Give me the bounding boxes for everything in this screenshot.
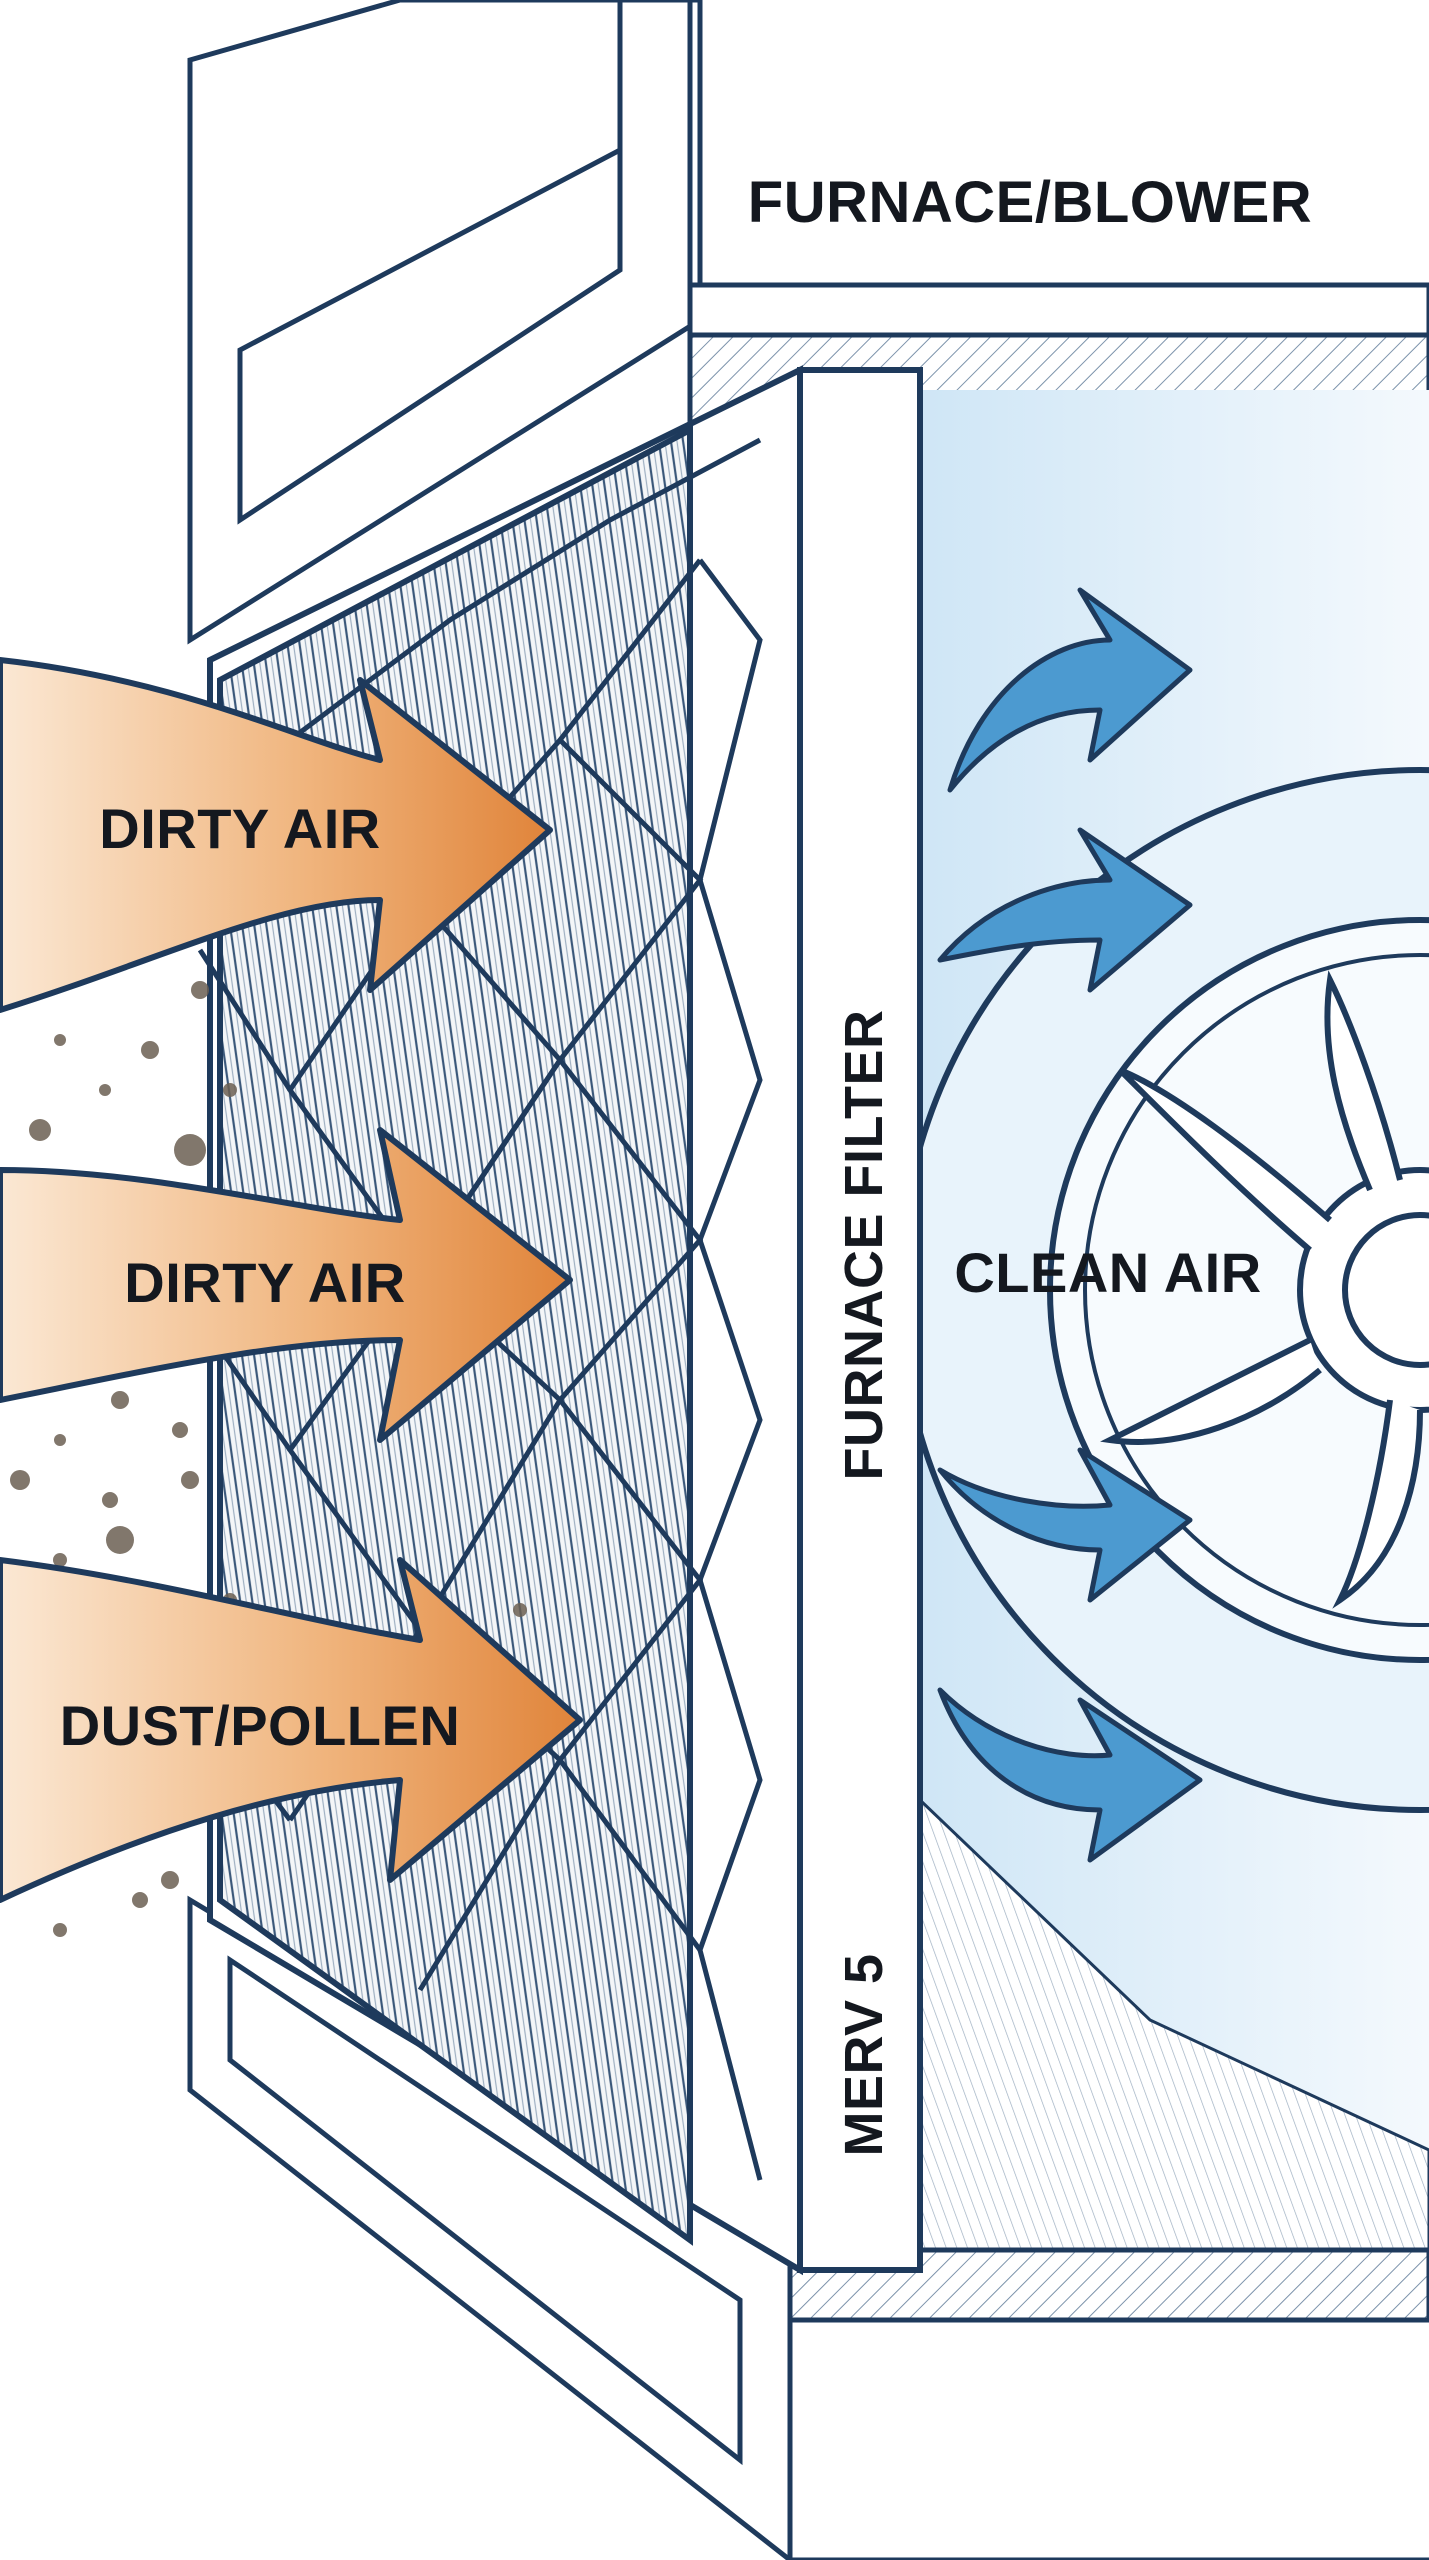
dust-particle <box>29 1119 51 1141</box>
dust-particle <box>223 1083 237 1097</box>
dust-particle <box>161 1871 179 1889</box>
dust-particle <box>53 1923 67 1937</box>
dust-particle <box>174 1134 206 1166</box>
lower-duct-panel <box>187 1895 1429 2560</box>
dust-particle <box>102 1492 118 1508</box>
dust-pollen-label: DUST/POLLEN <box>60 1694 461 1757</box>
dirty-air-arrow-icon <box>0 657 583 1903</box>
blower-fan-icon <box>897 767 1429 1813</box>
dust-particle <box>54 1434 66 1446</box>
clean-air-arrow-icon <box>937 587 1203 1863</box>
merv-rating-label: MERV 5 <box>834 1953 894 2156</box>
dust-particle <box>132 1892 148 1908</box>
dust-particle <box>10 1470 30 1490</box>
dust-particle <box>111 1391 129 1409</box>
furnace-filter-label: FURNACE FILTER <box>834 1010 894 1481</box>
dust-particle <box>53 1553 67 1567</box>
dust-particle <box>99 1084 111 1096</box>
furnace-blower-label: FURNACE/BLOWER <box>748 170 1312 235</box>
dust-particle <box>191 981 209 999</box>
dirty-air-label-1: DIRTY AIR <box>99 797 380 860</box>
dust-particle <box>54 1034 66 1046</box>
dust-particle <box>513 1603 527 1617</box>
dust-particle <box>141 1041 159 1059</box>
dust-particle <box>172 1422 188 1438</box>
dust-particle <box>106 1526 134 1554</box>
dust-particle <box>181 1471 199 1489</box>
clean-air-label: CLEAN AIR <box>954 1241 1261 1304</box>
upper-duct-panel <box>187 0 703 645</box>
dirty-air-label-2: DIRTY AIR <box>124 1251 405 1314</box>
